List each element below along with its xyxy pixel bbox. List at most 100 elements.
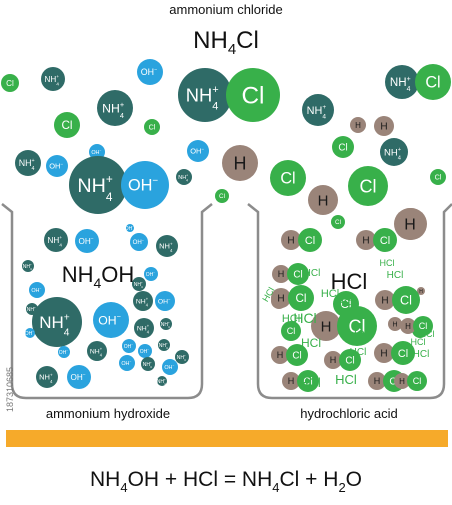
- ion-label: Cl: [413, 376, 422, 386]
- ion-label: H: [287, 236, 294, 247]
- nh4-ion: NH+4: [15, 150, 41, 176]
- nh4-particle: [69, 156, 127, 214]
- top-formula: NH4Cl: [193, 27, 259, 58]
- cl-ion: Cl: [54, 112, 80, 138]
- oh-particle: [119, 355, 135, 371]
- nh4-particle: [176, 169, 192, 185]
- oh-ion: OH−: [58, 346, 70, 358]
- ion-label: Cl: [349, 316, 366, 336]
- oh-ion: OH−: [137, 59, 163, 85]
- h-particle: [394, 373, 410, 389]
- h-particle: [324, 351, 342, 369]
- ion-label: NH+4: [39, 312, 70, 338]
- ion-label: OH−: [59, 349, 69, 356]
- cl-particle: [430, 169, 446, 185]
- ion-label: OH−: [146, 271, 156, 278]
- ion-label: OH−: [164, 363, 174, 370]
- ion-label: OH−: [49, 161, 63, 170]
- nh4-ion: NH+4: [134, 318, 154, 338]
- h-ion: H: [222, 145, 258, 181]
- ion-label: Cl: [340, 298, 351, 311]
- hcl-word: HCl: [420, 329, 435, 339]
- nh4-particle: [32, 297, 82, 347]
- ion-label: Cl: [280, 170, 295, 188]
- h-particle: [271, 288, 291, 308]
- hcl-word: HCl: [301, 336, 321, 350]
- oh-particle: [155, 291, 175, 311]
- nh4-particle: [132, 277, 146, 291]
- h-ion: H: [388, 317, 402, 331]
- oh-particle: [29, 282, 45, 298]
- nh4-particle: [175, 350, 189, 364]
- oh-particle: [25, 328, 35, 338]
- nh4-particle: [158, 339, 170, 351]
- cl-ion: Cl: [281, 321, 301, 341]
- hcl-word: HCl: [321, 288, 339, 300]
- oh-ion: OH−: [144, 267, 158, 281]
- h-particle: [374, 343, 394, 363]
- ion-label: NH+4: [157, 378, 166, 387]
- ion-label: H: [355, 121, 361, 130]
- cl-ion: Cl: [430, 169, 446, 185]
- h-particle: [375, 290, 395, 310]
- ion-label: H: [374, 376, 381, 386]
- left-formula-sub: 4: [93, 275, 101, 291]
- cl-ion: Cl: [348, 166, 388, 206]
- oh-ion: OH−: [29, 282, 45, 298]
- nh4-particle: [157, 376, 167, 386]
- ion-label: OH−: [133, 238, 144, 246]
- oh-ion: OH−: [130, 233, 148, 251]
- ion-label: NH+4: [134, 281, 143, 290]
- hcl-word: HCl: [335, 372, 357, 387]
- oh-ion: OH−: [67, 365, 91, 389]
- oh-particle: [75, 229, 99, 253]
- side-id: 187310685: [5, 367, 15, 412]
- ion-label: NH+4: [177, 354, 186, 363]
- oh-particle: [121, 161, 169, 209]
- hcl-word: HCl: [299, 375, 321, 390]
- hcl-word: HCl: [349, 329, 367, 341]
- eq-sub: 4: [120, 480, 127, 495]
- hcl-word: HCl: [304, 268, 321, 279]
- ion-label: OH−: [124, 343, 134, 350]
- nh4-ion: NH+4: [160, 318, 172, 330]
- ion-label: Cl: [425, 74, 440, 92]
- nh4-particle: [385, 65, 419, 99]
- ion-label: NH+4: [44, 75, 59, 88]
- ion-label: OH−: [78, 237, 93, 246]
- ion-label: NH+4: [90, 346, 103, 357]
- hcl-word: HCl: [387, 270, 404, 281]
- ion-label: NH+4: [384, 147, 402, 162]
- hcl-word: HCl: [413, 349, 430, 360]
- ion-label: H: [381, 296, 388, 307]
- eq-sub: 2: [338, 480, 345, 495]
- ion-label: NH+4: [77, 172, 112, 204]
- ion-label: OH−: [141, 67, 157, 77]
- cl-ion: Cl: [332, 136, 354, 158]
- ion-label: Cl: [398, 348, 408, 360]
- nh4-particle: [15, 150, 41, 176]
- cl-particle: [286, 344, 308, 366]
- ion-label: NH+4: [390, 76, 411, 93]
- ion-label: Cl: [380, 235, 390, 247]
- cl-particle: [54, 112, 80, 138]
- nh4-ion: NH+4: [44, 228, 68, 252]
- eq-part: Cl + H: [280, 468, 339, 491]
- oh-particle: [58, 346, 70, 358]
- ion-label: Cl: [305, 235, 315, 247]
- ion-label: H: [234, 153, 247, 173]
- nh4-ion: NH+4: [41, 67, 65, 91]
- nh4-ion: NH+4: [157, 376, 167, 386]
- oh-ion: OH−: [75, 229, 99, 253]
- oh-ion: OH−: [187, 140, 209, 162]
- nh4-particle: [302, 94, 334, 126]
- cl-particle: [1, 74, 19, 92]
- hcl-word: HCl: [380, 258, 395, 268]
- cl-particle: [298, 228, 322, 252]
- h-particle: [350, 117, 366, 133]
